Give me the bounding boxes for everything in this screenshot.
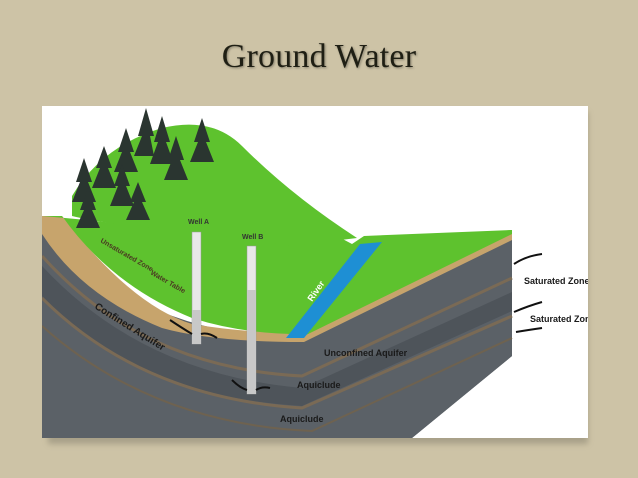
- arrow-icon: [515, 327, 543, 333]
- saturated-zone-label-1: Saturated Zone: [524, 276, 588, 286]
- tree-icon: [76, 188, 100, 228]
- tree-icon: [110, 164, 134, 206]
- well-b-label: Well B: [242, 234, 263, 241]
- tree-icon: [72, 158, 96, 202]
- tree-icon: [164, 136, 188, 180]
- aquiclude-line-upper: [42, 255, 513, 378]
- arrow-icon: [231, 379, 248, 391]
- arrow-icon: [513, 253, 543, 265]
- well-b-water: [247, 290, 256, 394]
- aquiclude-label-lower: Aquiclude: [280, 414, 324, 424]
- well-a-water: [192, 310, 201, 344]
- tree-icon: [126, 182, 150, 220]
- aquiclude-label-upper: Aquiclude: [297, 380, 341, 390]
- arrow-icon: [169, 319, 193, 335]
- tree-icon: [92, 146, 116, 188]
- saturated-zone-label-2: Saturated Zone: [530, 314, 588, 324]
- unconfined-aquifer-label: Unconfined Aquifer: [324, 348, 408, 358]
- groundwater-diagram: Well A Well B Unsaturated Zone Water Tab…: [42, 106, 588, 438]
- aquiclude-line-bottom: [42, 325, 513, 433]
- tree-icon: [150, 116, 174, 164]
- arrow-icon: [255, 386, 271, 391]
- aquiclude-line-lower: [42, 296, 513, 410]
- well-a-label: Well A: [188, 219, 209, 226]
- flow-arrows: [169, 253, 543, 391]
- plain-grass: [304, 230, 512, 336]
- arrow-icon: [513, 301, 543, 313]
- tree-icon: [114, 128, 138, 172]
- confined-aquifer-layer: [42, 266, 512, 406]
- tree-icon: [134, 108, 154, 156]
- slide-title: Ground Water: [221, 38, 417, 75]
- tree-icon: [190, 118, 214, 162]
- river: [286, 242, 382, 338]
- arrow-icon: [200, 332, 218, 339]
- tree-group: [72, 108, 214, 228]
- rock-body: [42, 221, 512, 438]
- unsaturated-zone-layer: [42, 216, 512, 342]
